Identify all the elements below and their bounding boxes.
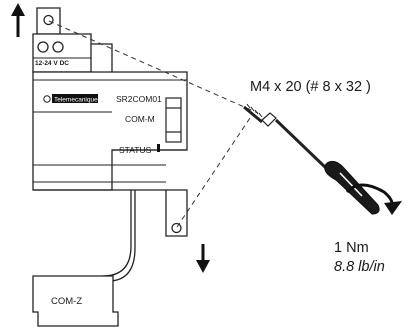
housing-ribs — [33, 79, 188, 183]
up-arrow-icon — [11, 3, 25, 37]
com-m-port — [165, 97, 182, 143]
port-label: COM-M — [125, 114, 155, 124]
module-main-body — [32, 71, 188, 191]
brand-logo — [43, 94, 98, 103]
com-z-connector — [32, 275, 119, 327]
voltage-label: 12-24 V DC — [35, 60, 69, 67]
screw-spec-label: M4 x 20 (# 8 x 32 ) — [250, 79, 371, 95]
torque-metric-label: 1 Nm — [334, 240, 369, 256]
power-terminals — [37, 41, 64, 53]
down-arrow-icon — [196, 244, 210, 273]
terminal-1 — [37, 41, 49, 53]
brand-name: Telemecanique — [54, 97, 98, 104]
connector-label: COM-Z — [51, 296, 82, 307]
rotation-arrow-icon — [345, 183, 402, 215]
status-label: STATUS — [119, 145, 152, 155]
screwdriver-icon — [274, 118, 380, 215]
bottom-mounting-tab — [165, 189, 188, 237]
screw-guide-lines — [48, 20, 259, 228]
model-label: SR2COM01 — [116, 94, 162, 104]
screw-icon — [243, 103, 277, 127]
torque-imperial-label: 8.8 lb/in — [334, 259, 385, 275]
status-led — [157, 144, 160, 152]
terminal-2 — [52, 41, 64, 53]
